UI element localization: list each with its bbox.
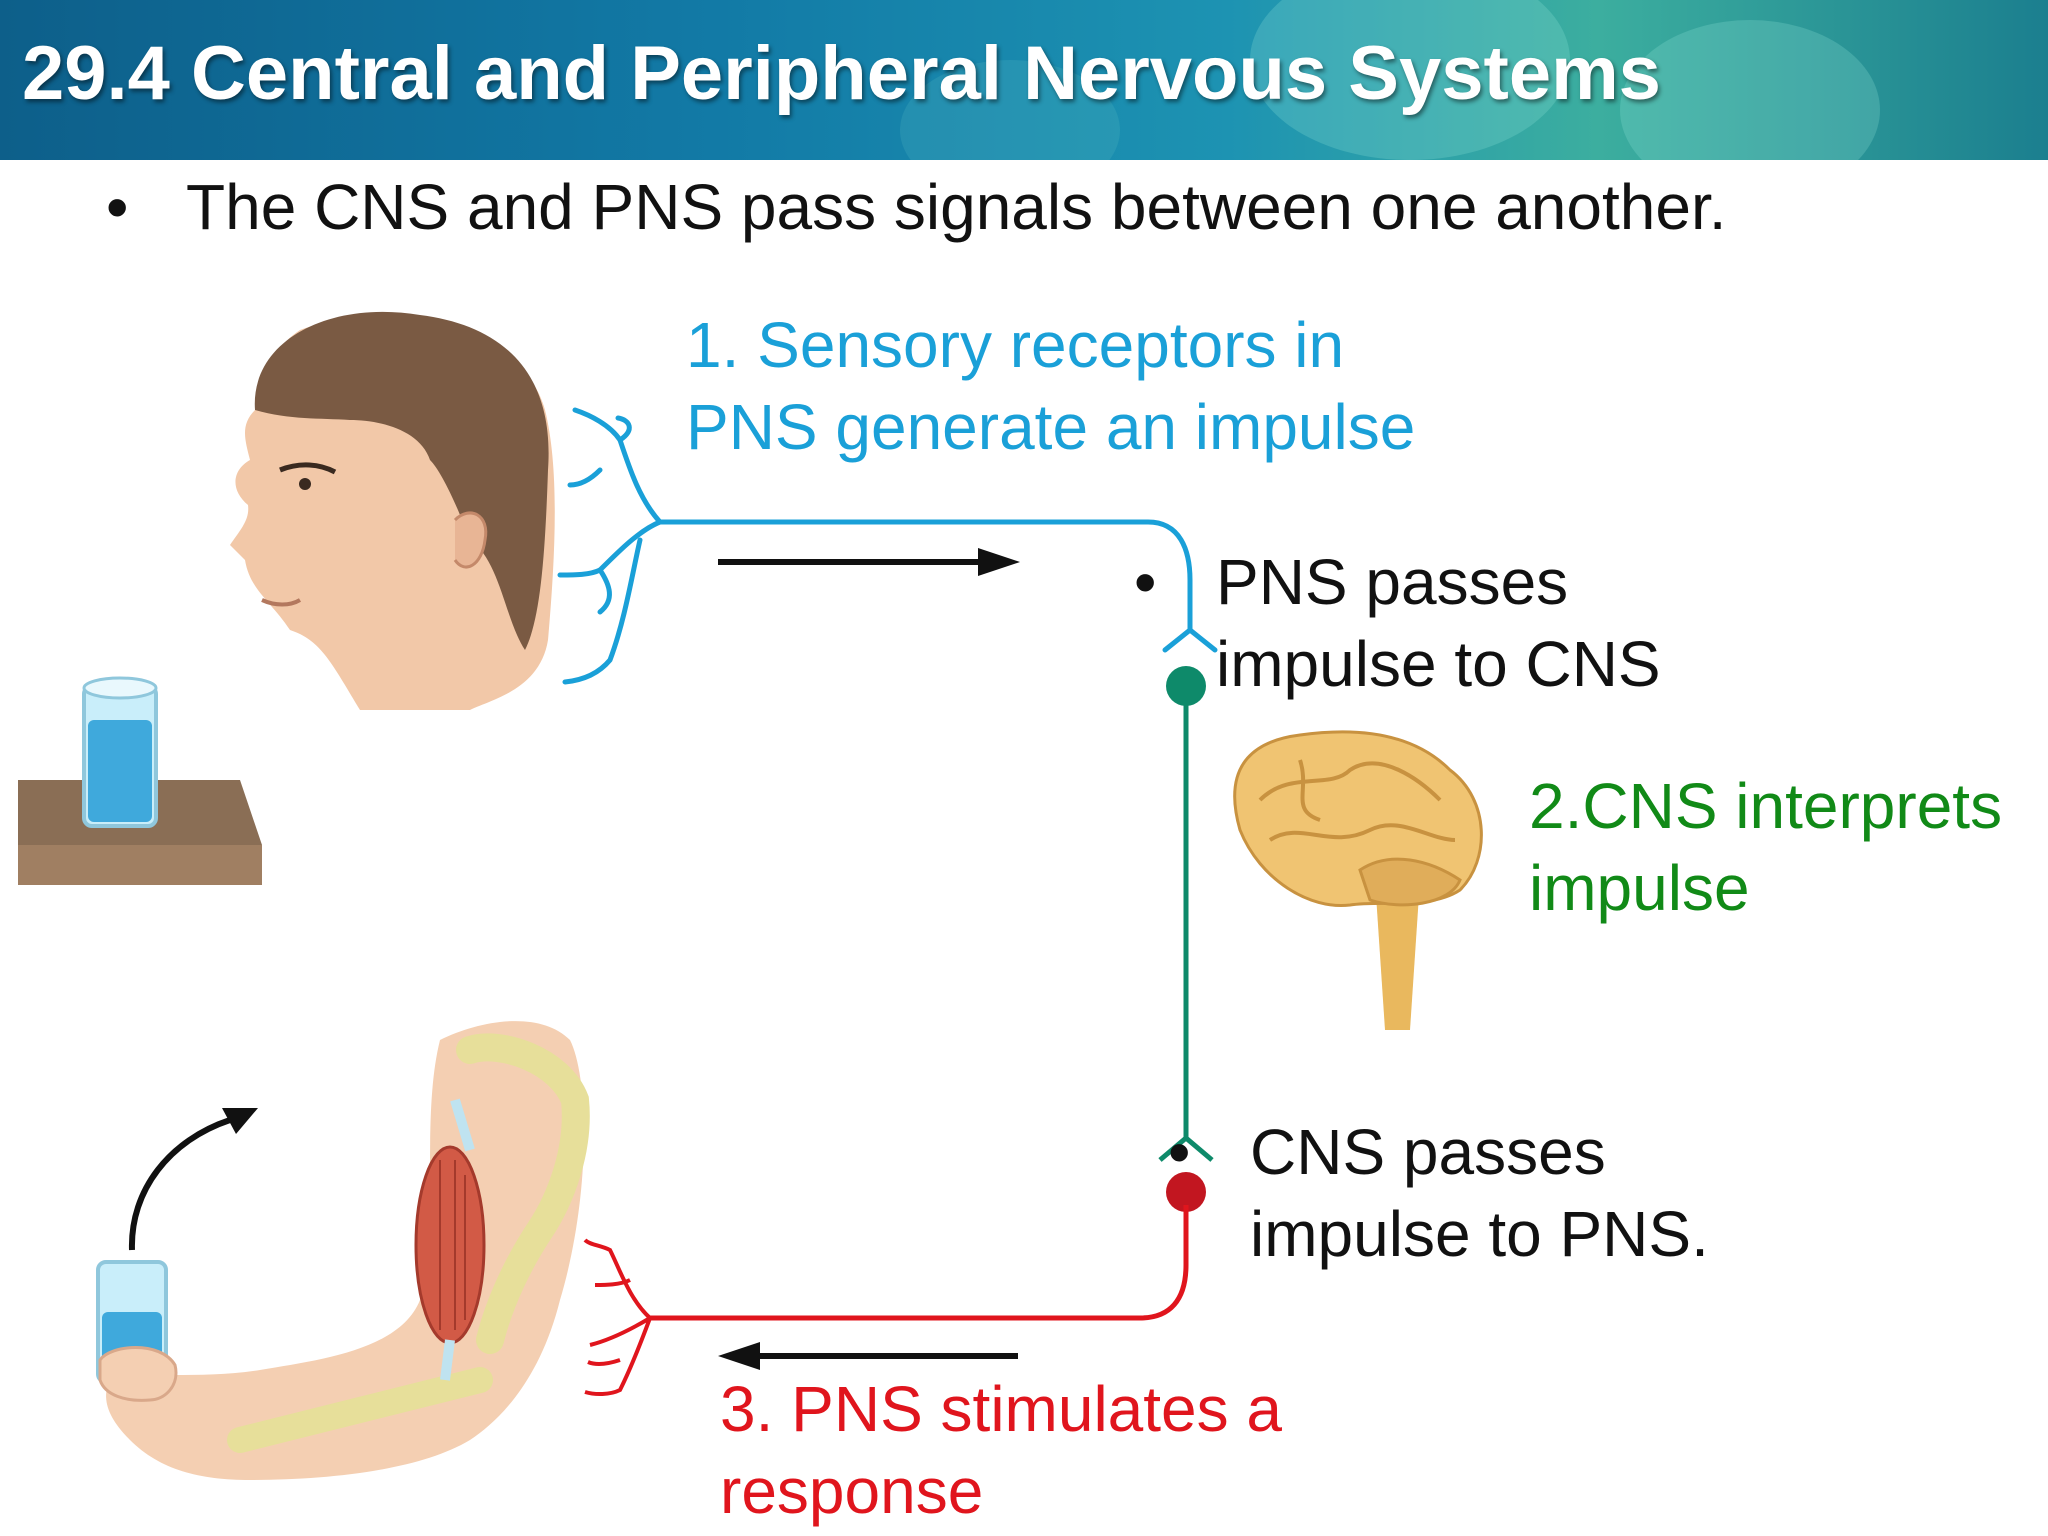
cns-to-pns-line2: impulse to PNS. bbox=[1250, 1198, 1709, 1270]
intro-text: The CNS and PNS pass signals between one… bbox=[186, 171, 1727, 243]
step2-line2: impulse bbox=[1529, 852, 1750, 924]
step3-label: 3. PNS stimulates a response bbox=[720, 1368, 1282, 1532]
step2-line1: 2.CNS interprets bbox=[1529, 770, 2003, 842]
intro-bullet: • The CNS and PNS pass signals between on… bbox=[106, 166, 1727, 248]
motor-neuron bbox=[583, 1172, 1206, 1397]
bullet-marker: • bbox=[106, 171, 129, 243]
brain-illustration bbox=[1233, 730, 1483, 1030]
pns-to-cns-line2: impulse to CNS bbox=[1216, 628, 1661, 700]
bullet-marker: • bbox=[1134, 546, 1157, 618]
arm-motion-arrow bbox=[128, 1108, 258, 1251]
title-bar: 29.4 Central and Peripheral Nervous Syst… bbox=[0, 0, 2048, 160]
cns-to-pns-line1: CNS passes bbox=[1250, 1116, 1606, 1188]
sensory-direction-arrowhead bbox=[978, 548, 1020, 576]
glass-on-table-illustration bbox=[18, 676, 262, 885]
step1-line2: PNS generate an impulse bbox=[686, 391, 1416, 463]
pns-to-cns-line1: PNS passes bbox=[1216, 546, 1569, 618]
head-illustration bbox=[230, 311, 555, 710]
step3-line2: response bbox=[720, 1455, 984, 1527]
slide-title: 29.4 Central and Peripheral Nervous Syst… bbox=[22, 31, 1661, 116]
cns-to-pns-bullet: • CNS passes impulse to PNS. bbox=[1168, 1111, 1709, 1275]
cns-interneuron bbox=[1158, 666, 1214, 1162]
step1-line1: 1. Sensory receptors in bbox=[686, 309, 1345, 381]
motor-direction-arrowhead bbox=[718, 1342, 760, 1370]
step2-label: 2.CNS interprets impulse bbox=[1529, 765, 2002, 929]
arm-illustration bbox=[96, 1021, 590, 1480]
decor-blob bbox=[1620, 20, 1880, 160]
pns-to-cns-bullet: • PNS passes impulse to CNS bbox=[1134, 541, 1661, 705]
step1-label: 1. Sensory receptors in PNS generate an … bbox=[686, 304, 1415, 468]
bullet-marker: • bbox=[1168, 1116, 1191, 1188]
decor-blob bbox=[1250, 0, 1570, 160]
step3-line1: 3. PNS stimulates a bbox=[720, 1373, 1282, 1445]
sensory-neuron bbox=[557, 407, 1218, 685]
